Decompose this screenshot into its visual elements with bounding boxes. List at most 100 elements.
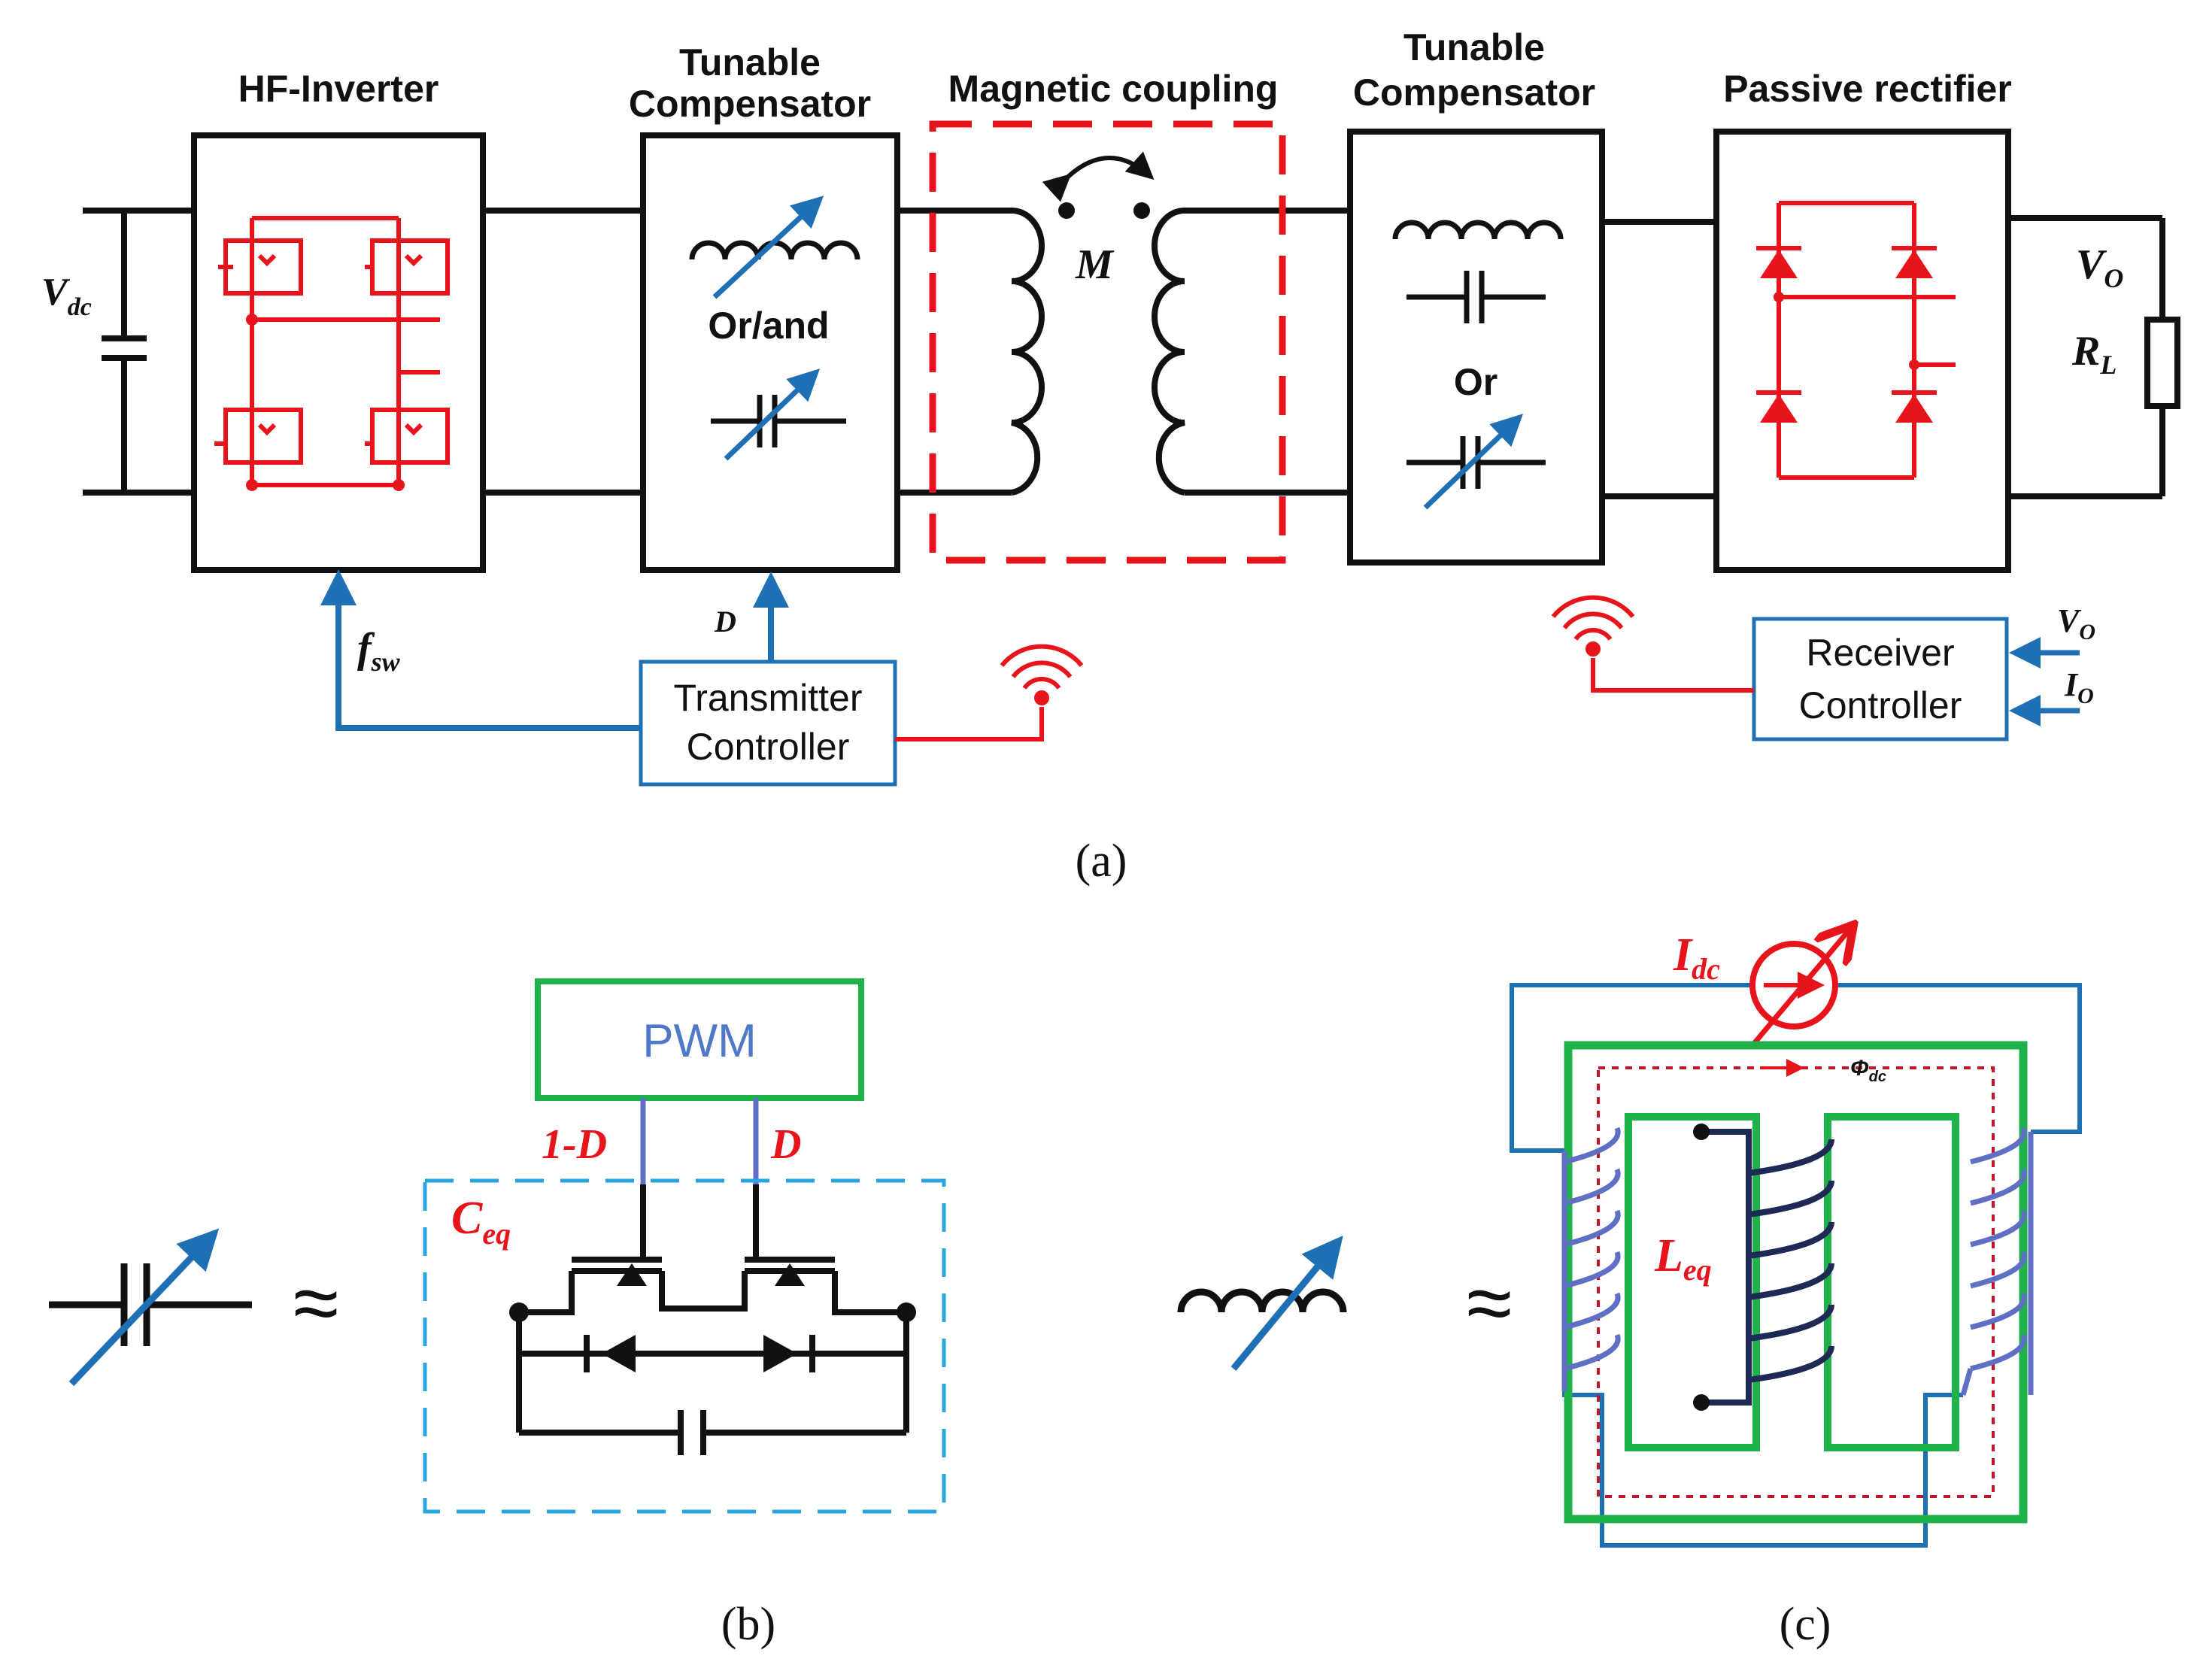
tx-compensator-title-2: Compensator (629, 83, 871, 125)
variable-capacitor-symbol (711, 395, 846, 447)
secondary-dot (1133, 202, 1150, 219)
load-resistor-icon (2144, 317, 2180, 409)
variable-arrow-icon (1750, 929, 1850, 1048)
rx-antenna-wire (1591, 658, 1754, 693)
core-outer (1564, 1041, 2028, 1524)
fsw-label: fsw (357, 625, 401, 677)
caption-a: (a) (1076, 835, 1127, 887)
panel-c: ≈ Idc Φdc (1177, 929, 2082, 1650)
diode-icon (1895, 250, 1933, 278)
diode-bridge (1756, 201, 1956, 480)
diode-icons (1760, 250, 1933, 423)
mutual-inductance-label: M (1075, 241, 1115, 288)
primary-coil (1011, 208, 1045, 496)
diode-icon (763, 1335, 797, 1372)
ceq-label: Ceq (451, 1193, 511, 1251)
variable-arrow-icon (68, 1228, 220, 1387)
pwm-label: PWM (642, 1015, 757, 1067)
fsw-signal-arrow (320, 569, 641, 731)
inverter-nodes (246, 314, 405, 491)
vo-label: VO (2076, 241, 2123, 293)
passive-rectifier-title: Passive rectifier (1723, 68, 2012, 110)
variable-arrow-icon (1230, 1236, 1343, 1371)
hf-inverter-block (191, 132, 486, 573)
mosfet-icon (365, 238, 450, 296)
core-window-right (1824, 1113, 1959, 1451)
leq-label: Leq (1654, 1230, 1712, 1287)
wireless-signal-icon (1551, 595, 1635, 657)
tx-compensator-block (640, 132, 900, 573)
center-ac-coil (1704, 1129, 1834, 1406)
one-minus-d-label: 1-D (542, 1121, 607, 1168)
diode-icon (1760, 250, 1798, 278)
variable-arrow-icon (712, 196, 824, 299)
coupling-arrow (1042, 151, 1155, 202)
magnetic-coupling-title: Magnetic coupling (948, 68, 1279, 110)
wires-to-coupling (897, 208, 1350, 496)
capacitor-symbol (1406, 271, 1546, 323)
rl-label: RL (2071, 328, 2117, 380)
dc-source (83, 208, 194, 496)
secondary-coil (1152, 208, 1185, 496)
diode-icon (1760, 394, 1798, 423)
wires-inverter-comp (483, 208, 643, 496)
or-and-label: Or/and (708, 305, 829, 347)
dc-winding-top-right (1730, 983, 2082, 1134)
magnetic-coupling-box (929, 120, 1286, 564)
switched-capacitor-circuit (516, 1184, 909, 1455)
dc-flux-path (1597, 1066, 1995, 1498)
rx-vo-label: VO (2057, 602, 2095, 644)
transmitter-controller-box (639, 660, 897, 787)
variable-inductor-symbol (689, 240, 860, 260)
idc-label: Idc (1673, 929, 1720, 986)
receiver-controller-line2: Controller (1799, 684, 1962, 726)
vdc-label: Vdc (41, 271, 92, 321)
mosfet-icon (218, 238, 303, 296)
pwm-box (535, 978, 864, 1101)
left-dc-coil (1561, 1127, 1621, 1391)
dc-winding-top-left (1510, 983, 1737, 1153)
tx-compensator-title-1: Tunable (679, 41, 821, 83)
d-label: D (770, 1121, 801, 1168)
phi-label: Φdc (1850, 1056, 1886, 1085)
mosfet-icon (214, 408, 303, 465)
ceq-dashed-box (423, 1178, 946, 1514)
variable-inductor-symbol (1177, 1288, 1347, 1313)
receiver-controller-line1: Receiver (1806, 632, 1954, 674)
passive-rectifier-block (1713, 129, 2011, 573)
terminal-dot-bottom (1693, 1394, 1710, 1411)
hf-inverter-title: HF-Inverter (238, 68, 439, 110)
tx-antenna-wire (895, 707, 1044, 741)
right-dc-coil (1960, 1127, 2034, 1396)
approx-sign-c: ≈ (1467, 1257, 1512, 1349)
caption-b: (b) (721, 1599, 775, 1650)
variable-arrow-icon (1423, 414, 1524, 510)
caption-c: (c) (1780, 1599, 1831, 1650)
variable-arrow-icon (724, 368, 821, 461)
diode-icon (1895, 394, 1933, 423)
core-window-left (1625, 1113, 1760, 1451)
transmitter-controller-line1: Transmitter (674, 677, 863, 719)
transmitter-controller-line2: Controller (687, 726, 850, 768)
mosfet-icon (365, 408, 450, 465)
output-load (2008, 215, 2180, 499)
variable-capacitor-symbol (1406, 436, 1546, 489)
inductor-symbol (1392, 220, 1564, 240)
primary-dot (1058, 202, 1075, 219)
approx-sign-b: ≈ (293, 1257, 338, 1349)
rx-compensator-title-2: Compensator (1353, 71, 1595, 114)
receiver-controller-box (1752, 617, 2009, 741)
wires-comp-rectifier (1602, 219, 1716, 499)
panel-a: HF-Inverter Tunable Compensator Magnetic… (41, 26, 2180, 887)
diode-icon (602, 1335, 636, 1372)
rx-io-label: IO (2064, 666, 2094, 708)
or-label: Or (1454, 361, 1497, 403)
duty-label: D (714, 605, 736, 638)
switched-capacitor-marks (509, 1263, 916, 1372)
terminal-dot-top (1693, 1124, 1710, 1140)
inverter-bridge (214, 216, 450, 487)
rx-compensator-title-1: Tunable (1403, 26, 1545, 68)
panel-b: ≈ PWM 1-D D Ceq (49, 978, 946, 1650)
pwm-gate-lines (640, 1098, 759, 1184)
